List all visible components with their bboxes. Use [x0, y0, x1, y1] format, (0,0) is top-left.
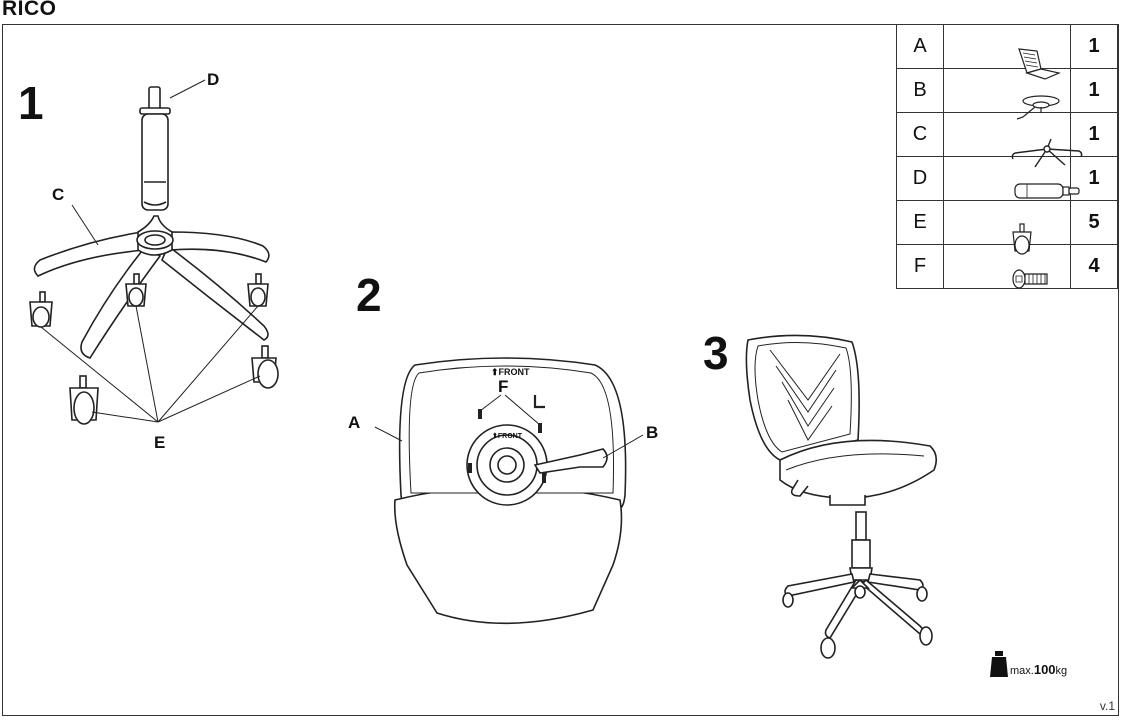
product-title: RICO	[2, 0, 57, 20]
step-number-1: 1	[18, 77, 44, 129]
version-label: v.1	[1099, 699, 1115, 713]
instruction-frame	[2, 24, 1119, 716]
label-part-e: E	[154, 433, 166, 452]
arrow-up-icon: ⬆	[491, 367, 499, 377]
seat-icon	[943, 24, 1071, 80]
step-number-3: 3	[703, 327, 729, 379]
label-part-f: F	[498, 377, 509, 396]
caster-icon	[943, 200, 1071, 255]
part-code: D	[896, 156, 944, 201]
part-quantity: 1	[1070, 112, 1118, 157]
part-quantity: 1	[1070, 68, 1118, 113]
label-part-d: D	[207, 70, 220, 89]
base-icon	[943, 112, 1083, 167]
part-code: A	[896, 24, 944, 69]
max-load-value: 100	[1033, 662, 1056, 677]
part-code: C	[896, 112, 944, 157]
step1-base-drawing	[29, 79, 279, 425]
label-part-b: B	[646, 423, 659, 442]
label-part-a: A	[348, 413, 361, 432]
front-marker-plate: ⬆FRONT	[492, 433, 522, 440]
step3-assembled-chair-drawing	[745, 334, 938, 659]
part-quantity: 5	[1070, 200, 1118, 245]
label-part-c: C	[52, 185, 65, 204]
step-number-2: 2	[356, 269, 382, 321]
screw-icon	[943, 244, 1071, 289]
part-code: F	[896, 244, 944, 289]
front-marker-top: ⬆FRONT	[491, 367, 530, 377]
mechanism-icon	[943, 68, 1071, 120]
step2-seat-underside-drawing	[374, 357, 644, 625]
gas-lift-icon	[943, 156, 1080, 201]
part-quantity: 4	[1070, 244, 1118, 289]
part-code: B	[896, 68, 944, 113]
part-code: E	[896, 200, 944, 245]
part-quantity: 1	[1070, 24, 1118, 69]
max-load-unit: kg	[1055, 665, 1068, 677]
max-load-prefix: max.	[1010, 665, 1034, 677]
arrow-up-icon: ⬆	[492, 433, 498, 440]
weight-icon	[990, 651, 1008, 677]
